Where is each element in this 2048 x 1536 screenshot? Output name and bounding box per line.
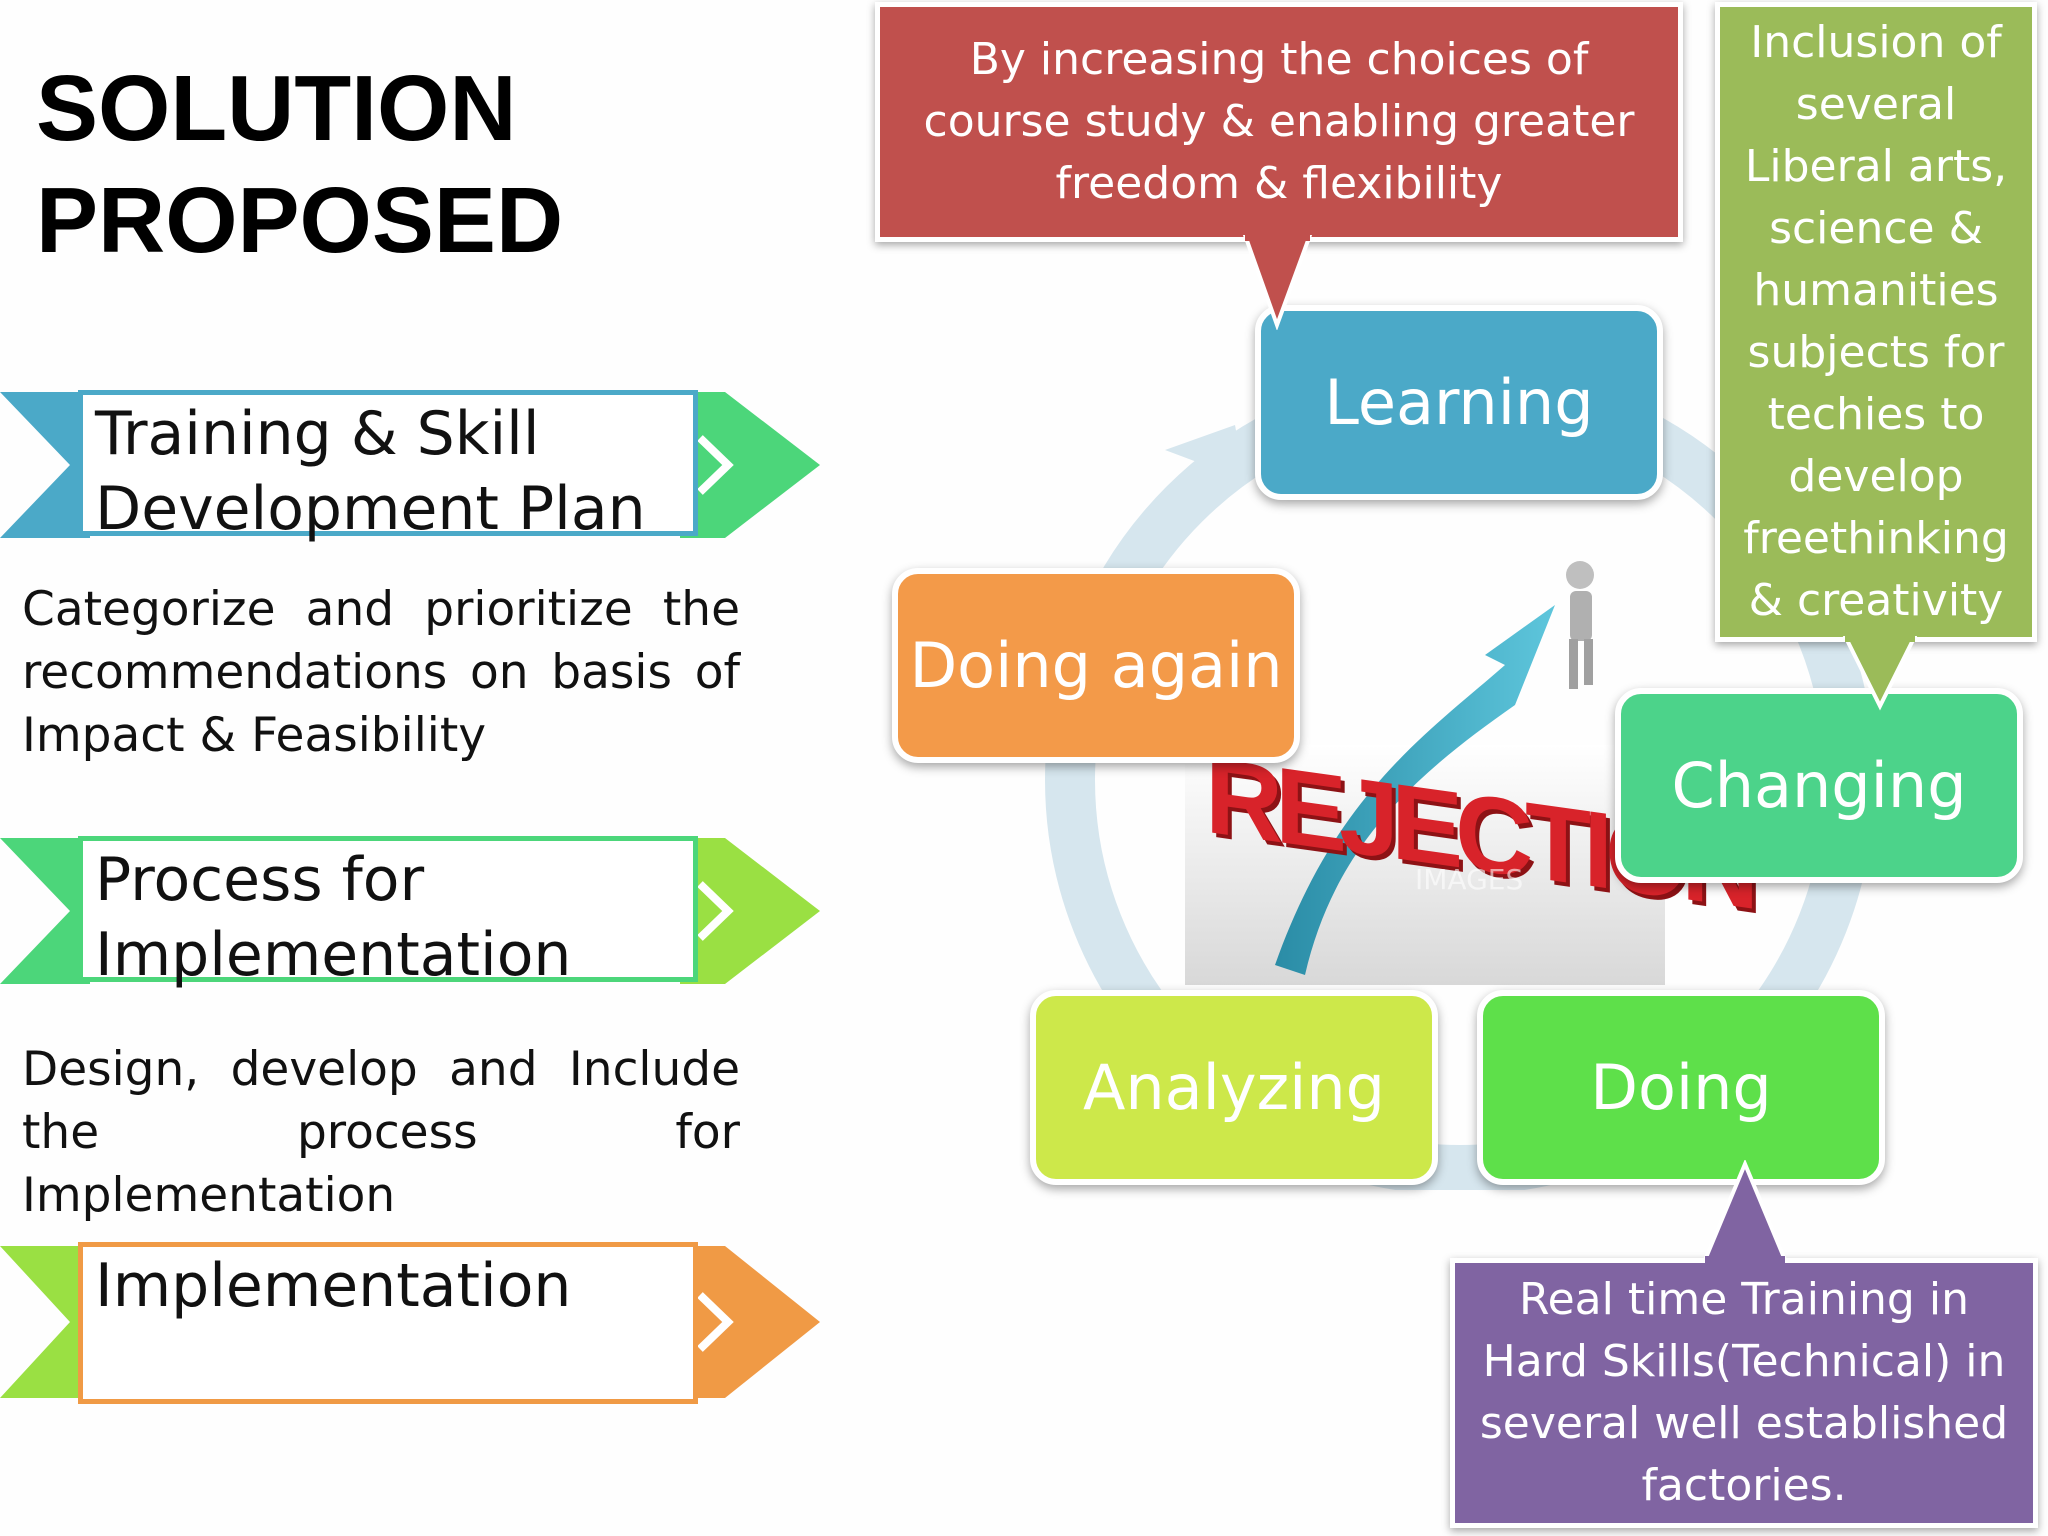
callout-pointer <box>1242 235 1313 330</box>
cycle-node-analyzing: Analyzing <box>1030 990 1438 1185</box>
cycle-node-doing-again: Doing again <box>892 568 1300 763</box>
callout-text: Real time Training in Hard Skills(Techni… <box>1479 1274 2009 1511</box>
cycle-arrow-head-icon <box>1165 425 1245 480</box>
step-label: Training & Skill Development Plan <box>78 390 698 544</box>
step-banner-implementation: Implementation <box>0 1242 830 1408</box>
banner-shape <box>0 838 820 984</box>
cycle-node-changing: Changing <box>1615 688 2023 883</box>
step-label: Implementation <box>78 1242 698 1404</box>
slide-title: SOLUTION PROPOSED <box>36 56 564 272</box>
callout-text: By increasing the choices of course stud… <box>923 34 1635 209</box>
callout-course-choices: By increasing the choices of course stud… <box>875 2 1683 242</box>
cycle-node-doing: Doing <box>1477 990 1885 1185</box>
chevron-right-icon <box>697 1292 734 1352</box>
step-banner-training: Training & Skill Development Plan <box>0 390 830 544</box>
step-label: Process for Implementation <box>78 836 698 990</box>
callout-text: Inclusion of several Liberal arts, scien… <box>1743 17 2009 626</box>
callout-pointer <box>1702 1160 1788 1264</box>
callout-liberal-arts: Inclusion of several Liberal arts, scien… <box>1715 2 2037 642</box>
rejection-image: REJECTION IMAGES <box>1185 545 1751 985</box>
chevron-right-icon <box>697 881 734 941</box>
callout-real-time-training: Real time Training in Hard Skills(Techni… <box>1450 1258 2038 1528</box>
cycle-node-learning: Learning <box>1255 305 1663 500</box>
step-description: Design, develop and Include the process … <box>22 1042 740 1223</box>
callout-pointer <box>1842 636 1918 711</box>
banner-shape <box>0 392 820 538</box>
banner-shape <box>0 1246 820 1398</box>
watermark-text: IMAGES <box>1415 863 1524 896</box>
chevron-right-icon <box>697 435 734 495</box>
step-banner-process: Process for Implementation <box>0 836 830 990</box>
step-description: Categorize and prioritize the recommenda… <box>22 582 740 763</box>
